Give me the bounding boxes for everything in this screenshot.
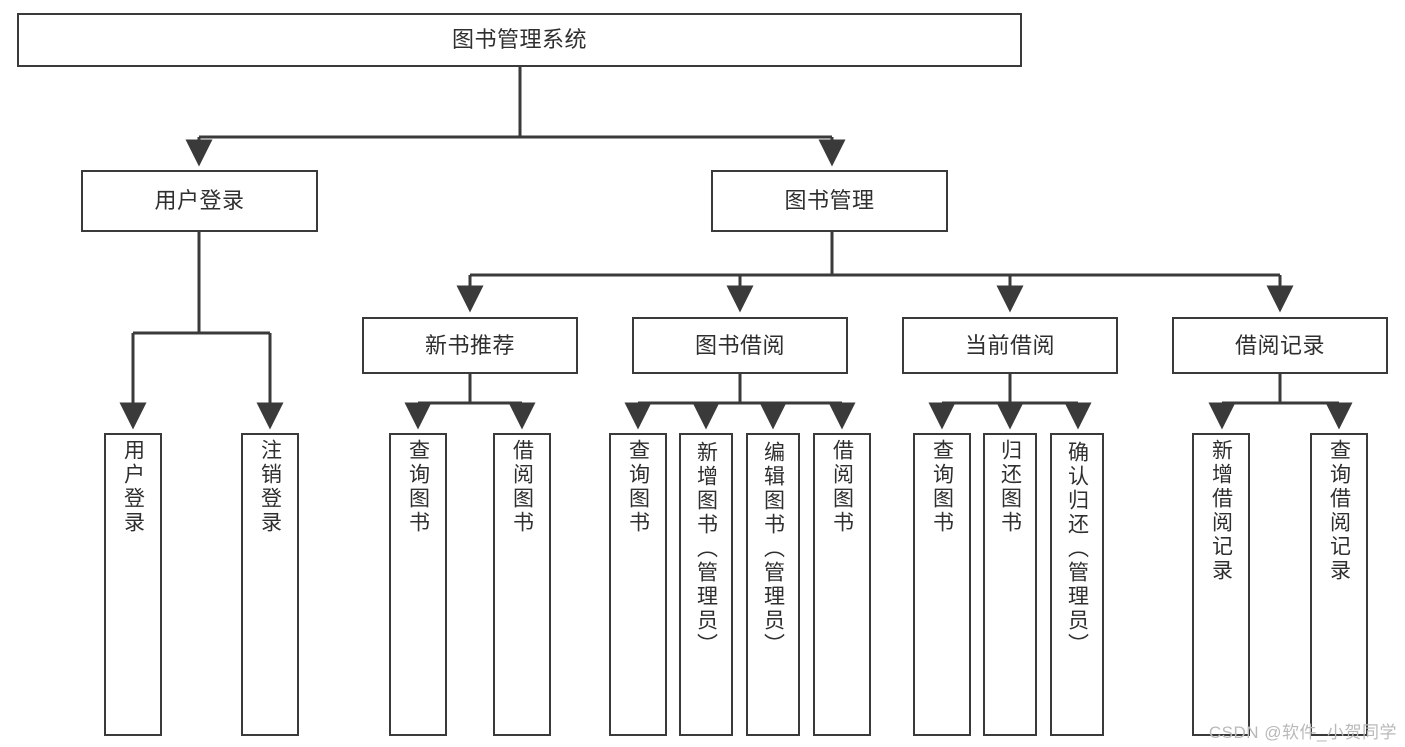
leaf-borrow-query-book-label: 查询图书 (626, 439, 650, 535)
node-user-login[interactable]: 用户登录 (81, 170, 318, 232)
node-new-book-recommend-label: 新书推荐 (424, 332, 515, 358)
leaf-records-query-record-label: 查询借阅记录 (1327, 439, 1351, 583)
node-root[interactable]: 图书管理系统 (17, 13, 1022, 67)
leaf-recommend-query-book-label: 查询图书 (406, 439, 430, 535)
node-root-label: 图书管理系统 (451, 27, 587, 53)
leaf-user-login-login-label: 用户登录 (121, 439, 145, 535)
node-book-borrow[interactable]: 图书借阅 (632, 317, 848, 374)
watermark-text: CSDN @软件_小贺同学 (1208, 723, 1397, 742)
node-book-management-label: 图书管理 (784, 188, 875, 214)
leaf-user-login-login[interactable]: 用户登录 (104, 433, 162, 736)
leaf-current-return-book[interactable]: 归还图书 (983, 433, 1037, 736)
leaf-records-add-record-label: 新增借阅记录 (1209, 439, 1233, 583)
node-current-borrow[interactable]: 当前借阅 (902, 317, 1118, 374)
leaf-borrow-add-book[interactable]: 新增图书（管理员） (679, 433, 733, 736)
leaf-current-confirm-return-label: 确认归还（管理员） (1065, 441, 1089, 657)
leaf-current-query-book[interactable]: 查询图书 (913, 433, 971, 736)
leaf-borrow-borrow-book[interactable]: 借阅图书 (813, 433, 871, 736)
leaf-recommend-borrow-book-label: 借阅图书 (510, 439, 534, 535)
leaf-borrow-edit-book[interactable]: 编辑图书（管理员） (746, 433, 800, 736)
leaf-borrow-add-book-label: 新增图书（管理员） (694, 441, 718, 657)
leaf-current-query-book-label: 查询图书 (930, 439, 954, 535)
leaf-recommend-query-book[interactable]: 查询图书 (389, 433, 447, 736)
node-user-login-label: 用户登录 (154, 188, 245, 214)
leaf-borrow-borrow-book-label: 借阅图书 (830, 439, 854, 535)
node-new-book-recommend[interactable]: 新书推荐 (362, 317, 578, 374)
leaf-current-return-book-label: 归还图书 (998, 439, 1022, 535)
leaf-records-add-record[interactable]: 新增借阅记录 (1192, 433, 1250, 736)
node-borrow-records[interactable]: 借阅记录 (1172, 317, 1388, 374)
node-borrow-records-label: 借阅记录 (1234, 332, 1325, 358)
node-book-borrow-label: 图书借阅 (694, 332, 785, 358)
leaf-user-login-logout-label: 注销登录 (258, 439, 282, 535)
node-current-borrow-label: 当前借阅 (964, 332, 1055, 358)
node-book-management[interactable]: 图书管理 (711, 170, 948, 232)
leaf-borrow-edit-book-label: 编辑图书（管理员） (761, 441, 785, 657)
leaf-user-login-logout[interactable]: 注销登录 (241, 433, 299, 736)
leaf-records-query-record[interactable]: 查询借阅记录 (1310, 433, 1368, 736)
leaf-recommend-borrow-book[interactable]: 借阅图书 (493, 433, 551, 736)
leaf-borrow-query-book[interactable]: 查询图书 (609, 433, 667, 736)
leaf-current-confirm-return[interactable]: 确认归还（管理员） (1050, 433, 1104, 736)
